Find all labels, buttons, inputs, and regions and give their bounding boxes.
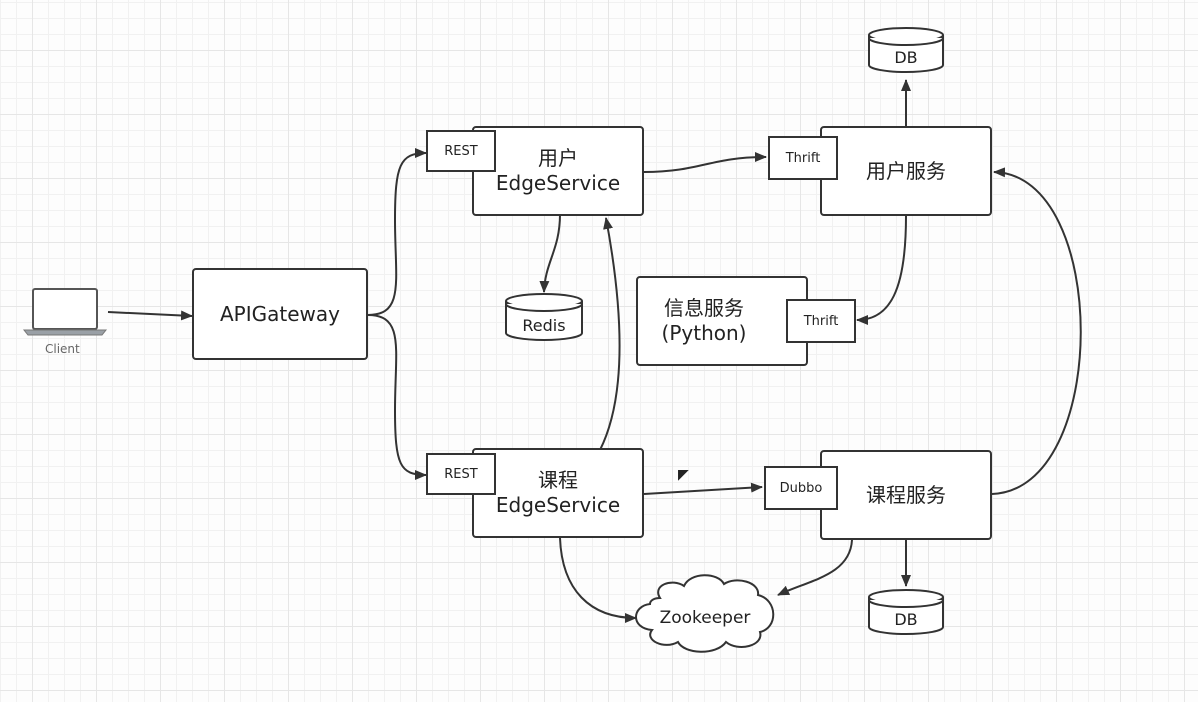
- zookeeper-label: Zookeeper: [659, 608, 751, 628]
- thrift-label: Thrift: [785, 150, 821, 166]
- edge-user-service-to-message-service: [856, 215, 907, 325]
- user-edge-rest-tag: REST: [426, 130, 496, 172]
- edge-gateway-to-user-edge: [367, 148, 427, 316]
- user-db-cylinder: [868, 27, 944, 73]
- api-gateway-node[interactable]: APIGateway: [192, 268, 368, 360]
- message-service-thrift-tag: Thrift: [786, 299, 856, 343]
- user-service-label: 用户服务: [866, 158, 946, 183]
- course-db-label: DB: [894, 610, 918, 629]
- client-label: Client: [45, 342, 80, 356]
- edge-course-edge-to-user-edge: [599, 217, 621, 451]
- dubbo-label: Dubbo: [779, 480, 823, 496]
- course-service-label: 课程服务: [866, 482, 946, 507]
- user-service-node[interactable]: 用户服务: [820, 126, 992, 216]
- edge-user-edge-to-user-service: [643, 152, 767, 173]
- edge-user-edge-to-redis: [539, 213, 561, 293]
- course-edge-line1: 课程: [538, 468, 578, 492]
- edge-course-service-to-user-service: [991, 167, 1082, 495]
- edge-course-edge-to-course-service: [643, 482, 763, 495]
- user-edge-line1: 用户: [538, 146, 578, 170]
- course-edge-rest-tag: REST: [426, 453, 496, 495]
- edge-client-to-gateway: [107, 310, 193, 321]
- course-edge-line2: EdgeService: [495, 493, 621, 517]
- course-service-node[interactable]: 课程服务: [820, 450, 992, 540]
- edge-course-service-to-zookeeper: [777, 539, 853, 596]
- redis-cylinder: [505, 293, 583, 341]
- edge-gateway-to-course-edge: [367, 314, 427, 480]
- course-db-cylinder: [868, 589, 944, 635]
- message-service-line2: (Python): [661, 321, 747, 345]
- laptop-icon: [22, 288, 108, 336]
- edge-course-edge-to-zookeeper: [559, 537, 637, 623]
- message-service-node[interactable]: 信息服务 (Python): [636, 276, 808, 366]
- course-service-dubbo-tag: Dubbo: [764, 466, 838, 510]
- user-edge-line2: EdgeService: [495, 171, 621, 195]
- rest-label: REST: [444, 466, 478, 482]
- redis-label: Redis: [522, 316, 566, 335]
- course-edge-service-node[interactable]: 课程 EdgeService: [472, 448, 644, 538]
- user-db-label: DB: [894, 48, 918, 67]
- rest-label: REST: [444, 143, 478, 159]
- zookeeper-cloud-shape: [635, 574, 775, 653]
- message-service-line1: 信息服务: [664, 296, 744, 320]
- thrift-label: Thrift: [803, 313, 839, 329]
- user-service-thrift-tag: Thrift: [768, 136, 838, 180]
- mouse-cursor-icon: ◤: [678, 467, 689, 483]
- api-gateway-label: APIGateway: [220, 301, 340, 326]
- user-edge-service-node[interactable]: 用户 EdgeService: [472, 126, 644, 216]
